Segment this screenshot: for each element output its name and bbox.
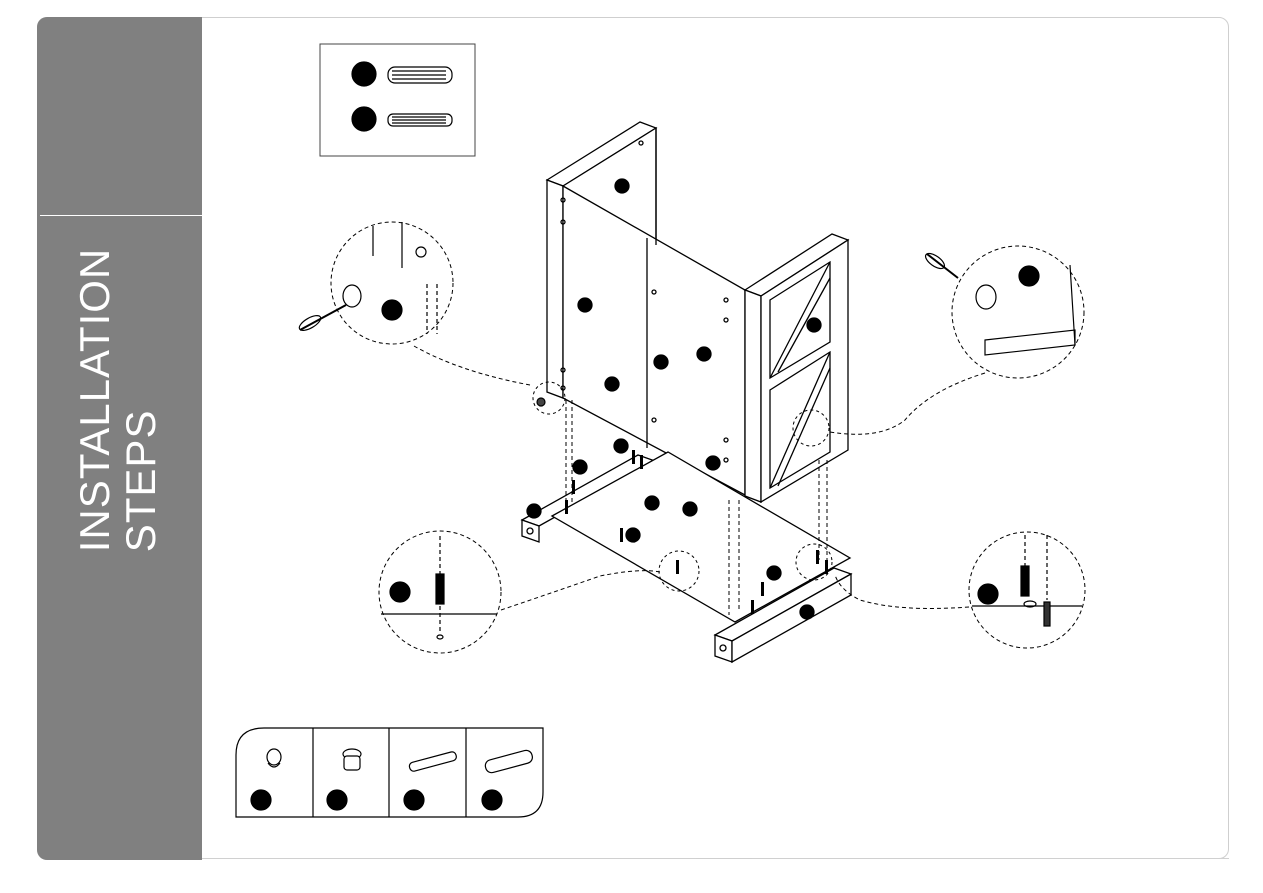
part-marker [390,582,410,602]
legend-marker [482,790,502,810]
part-marker [615,179,629,193]
part-marker [352,107,376,131]
part-marker [1019,266,1039,286]
part-marker [654,355,668,369]
screwdriver-icon [297,305,346,333]
parts-legend [236,728,543,817]
cam-lock-icon [267,749,281,767]
side-panel [745,234,848,502]
part-marker [683,502,697,516]
part-marker [578,298,592,312]
part-marker [382,300,402,320]
detail-cam-bolt [297,222,565,414]
part-marker [352,62,376,86]
footer-line-right [752,858,1229,859]
back-panel [547,122,745,495]
part-marker [706,456,720,470]
legend-marker [327,790,347,810]
screwdriver-icon [923,251,958,278]
part-marker [767,566,781,580]
part-marker [573,460,587,474]
cam-bolt-icon [343,749,361,770]
footer-line-left [202,858,696,859]
part-marker [626,528,640,542]
part-marker [614,439,628,453]
short-dowel-icon [388,114,452,126]
legend-marker [251,790,271,810]
part-marker [697,347,711,361]
part-marker [807,318,821,332]
legend-marker [404,790,424,810]
part-marker [800,605,814,619]
part-marker [605,377,619,391]
part-marker [978,584,998,604]
long-dowel-icon [388,67,452,83]
part-marker [527,504,541,518]
part-marker [645,496,659,510]
hardware-callout-box [320,44,475,156]
